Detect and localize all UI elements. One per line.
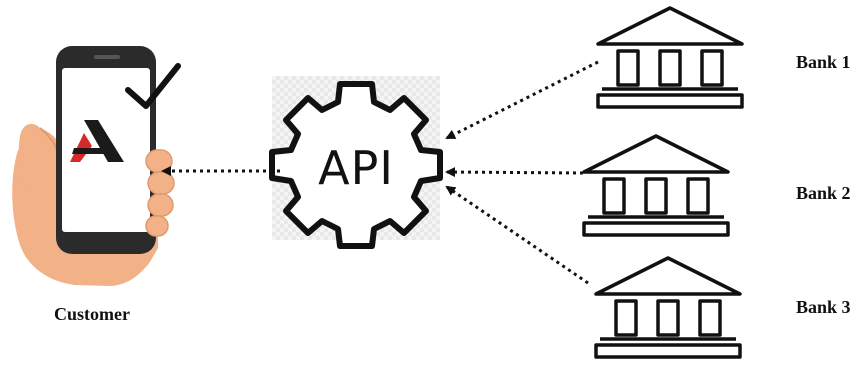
hand-fingers xyxy=(145,149,175,237)
gear-icon xyxy=(269,81,443,249)
arrow-bank2-to-api xyxy=(445,167,584,178)
checkmark-icon xyxy=(125,63,181,109)
bank-2-label: Bank 2 xyxy=(796,183,851,203)
customer-label: Customer xyxy=(54,304,130,324)
bank-1-label: Bank 1 xyxy=(796,52,851,72)
api-label: API xyxy=(318,141,394,195)
bank-building-icon xyxy=(594,256,742,359)
bank-building-icon xyxy=(582,134,730,237)
smartphone-in-hand-icon xyxy=(12,46,175,286)
app-logo-icon xyxy=(70,120,124,162)
hand-thumb xyxy=(18,123,63,214)
bank-3-label: Bank 3 xyxy=(796,297,851,317)
arrow-bank3-to-api xyxy=(445,185,589,285)
data-flow-arrows xyxy=(161,60,599,285)
arrow-bank1-to-api xyxy=(445,60,599,140)
api-node: API xyxy=(269,76,443,249)
bank-building-icon xyxy=(596,6,744,109)
